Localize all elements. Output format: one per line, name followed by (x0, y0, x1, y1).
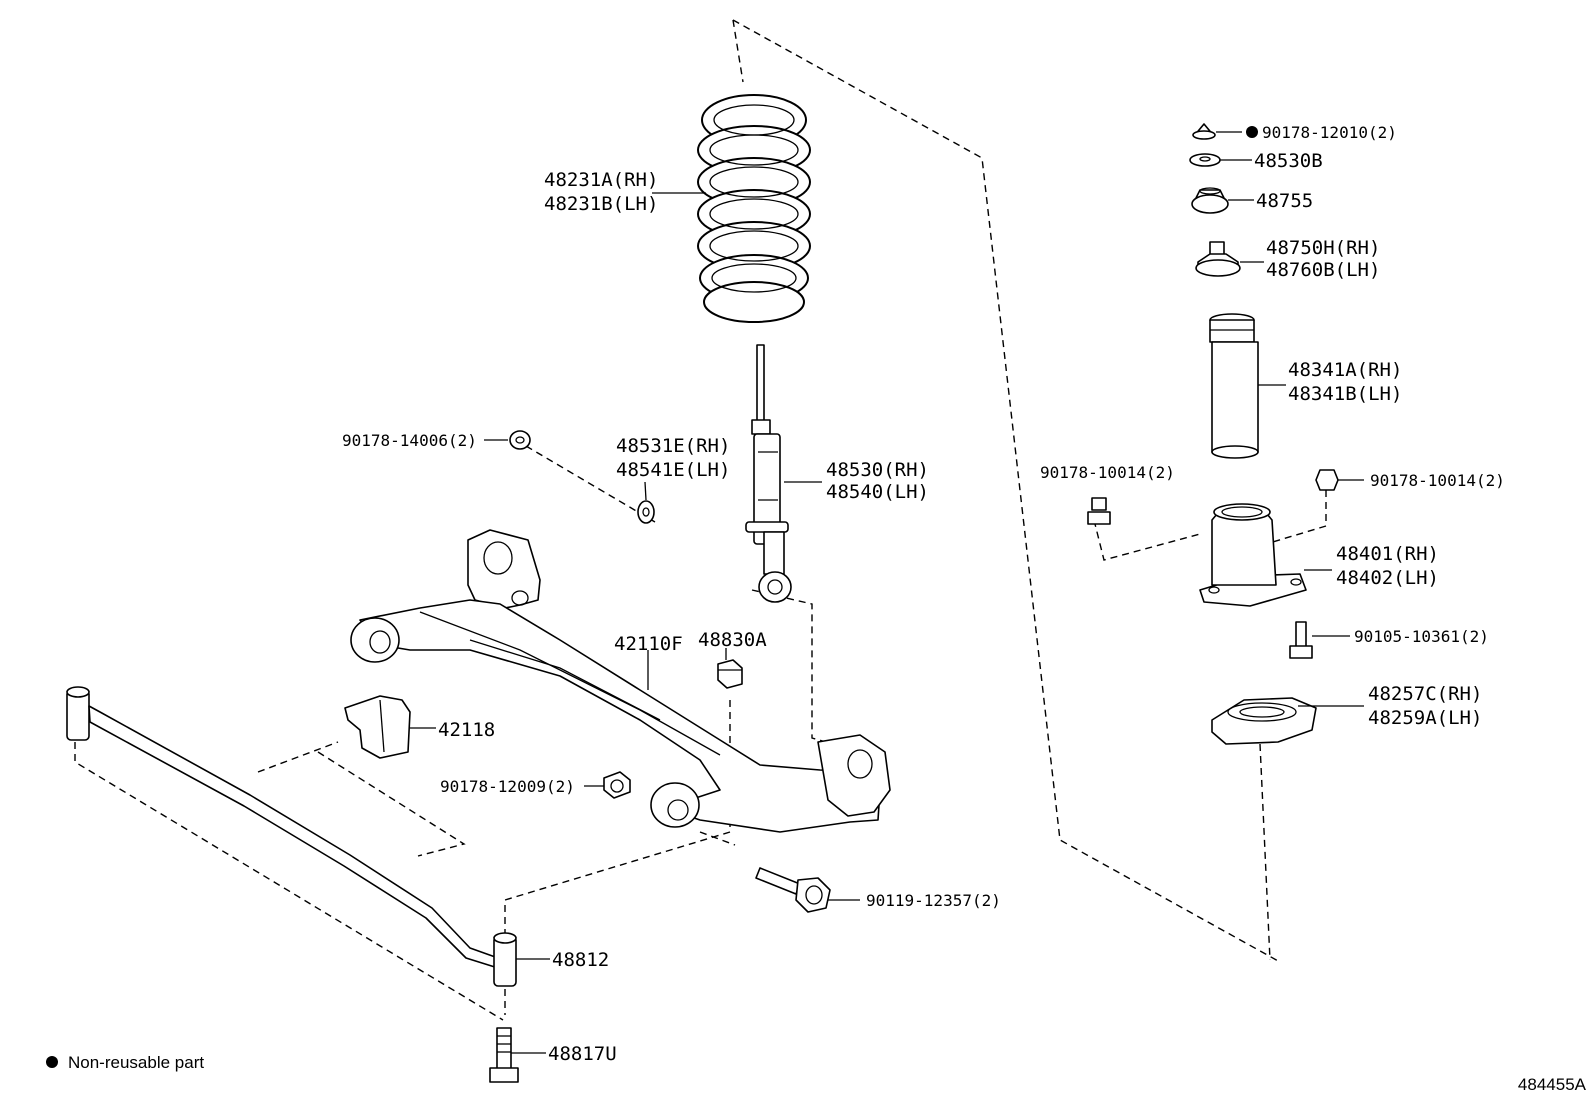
cushion-48530B[interactable] (1189, 153, 1221, 167)
non-reusable-marker-icon (1246, 126, 1258, 138)
label-bracket: 42118 (438, 719, 495, 741)
nut-90178-14006[interactable] (509, 430, 531, 450)
label-nut-10014-left: 90178-10014(2) (1040, 463, 1175, 482)
retainer-48531E[interactable] (637, 500, 655, 524)
label-boot-lh: 48341B(LH) (1288, 383, 1402, 405)
label-spring-seat-rh: 48257C(RH) (1368, 683, 1482, 705)
label-boot-rh: 48341A(RH) (1288, 359, 1402, 381)
label-nut-12009: 90178-12009(2) (440, 777, 575, 796)
callout-labels: 48231A(RH) 48231B(LH) 90178-14006(2) 485… (342, 123, 1505, 1065)
bolt-90119-12357[interactable] (755, 867, 831, 913)
label-spring-rh: 48231A(RH) (544, 169, 658, 191)
label-nut-10014-right: 90178-10014(2) (1370, 471, 1505, 490)
shock-absorber-48530[interactable] (745, 344, 792, 603)
spring-seat-48257C[interactable] (1211, 697, 1317, 745)
lateral-control-rod[interactable] (66, 686, 499, 969)
bracket-42118[interactable] (344, 695, 411, 759)
dust-boot-48341A[interactable] (1209, 313, 1259, 459)
bolt-48817U[interactable] (489, 1027, 519, 1083)
legend: Non-reusable part (46, 1053, 204, 1072)
label-shock-lh: 48540(LH) (826, 481, 929, 503)
assembly-guide-lines (74, 19, 1327, 1021)
label-stab-bushing: 48812 (552, 949, 609, 971)
nut-90178-12009[interactable] (603, 771, 631, 799)
nut-90178-12010[interactable] (1192, 123, 1216, 140)
label-stab-bolt: 48817U (548, 1043, 617, 1065)
cushion-48755[interactable] (1191, 187, 1229, 214)
label-nut-48830A: 48830A (698, 629, 767, 651)
axle-beam-42110F[interactable] (350, 529, 891, 833)
label-beam: 42110F (614, 633, 683, 655)
bumper-48750H[interactable] (1195, 241, 1241, 277)
bolt-90105-10361[interactable] (1289, 621, 1313, 659)
coil-spring-48231[interactable] (697, 94, 811, 323)
label-support-rh: 48401(RH) (1336, 543, 1439, 565)
nut-90178-10014-right[interactable] (1315, 469, 1339, 491)
legend-bullet-icon (46, 1056, 58, 1068)
label-cushion-48530B: 48530B (1254, 150, 1323, 172)
label-retainer-rh: 48531E(RH) (616, 435, 730, 457)
label-cushion-48755: 48755 (1256, 190, 1313, 212)
legend-text: Non-reusable part (68, 1053, 204, 1072)
label-retainer-lh: 48541E(LH) (616, 459, 730, 481)
support-48401[interactable] (1199, 503, 1307, 607)
bushing-48812[interactable] (493, 932, 517, 987)
label-spring-seat-lh: 48259A(LH) (1368, 707, 1482, 729)
label-bolt-12357: 90119-12357(2) (866, 891, 1001, 910)
label-nut-12010: 90178-12010(2) (1262, 123, 1397, 142)
leader-lines (410, 131, 1364, 1054)
label-spring-lh: 48231B(LH) (544, 193, 658, 215)
figure-id: 484455A (1518, 1075, 1587, 1094)
nut-48830A[interactable] (717, 659, 743, 689)
label-shock-rh: 48530(RH) (826, 459, 929, 481)
label-bolt-10361: 90105-10361(2) (1354, 627, 1489, 646)
label-nut-14006: 90178-14006(2) (342, 431, 477, 450)
label-bumper-lh: 48760B(LH) (1266, 259, 1380, 281)
label-support-lh: 48402(LH) (1336, 567, 1439, 589)
nut-90178-10014-left[interactable] (1087, 497, 1111, 525)
label-bumper-rh: 48750H(RH) (1266, 237, 1380, 259)
